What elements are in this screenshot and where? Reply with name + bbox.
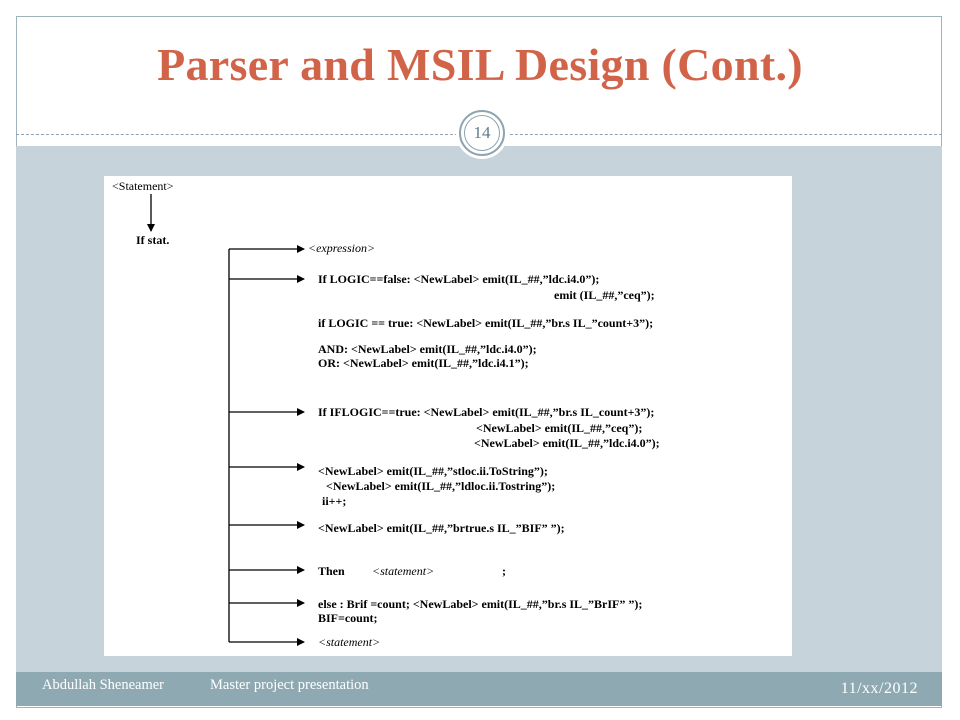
expression-node: <expression>	[308, 241, 376, 255]
iflogic-line: If IFLOGIC==true: <NewLabel> emit(IL_##,…	[318, 405, 655, 419]
root-node: <Statement>	[112, 179, 174, 193]
slide-title: Parser and MSIL Design (Cont.)	[157, 39, 803, 90]
page-number: 14	[473, 123, 491, 142]
logic-false-line: If LOGIC==false: <NewLabel> emit(IL_##,”…	[318, 272, 600, 286]
brtrue-line: <NewLabel> emit(IL_##,”brtrue.s IL_”BIF”…	[318, 521, 565, 535]
statement-node: <statement>	[318, 635, 381, 649]
and-line: AND: <NewLabel> emit(IL_##,”ldc.i4.0”);	[318, 342, 537, 356]
footer-date: 11/xx/2012	[840, 680, 918, 697]
then-keyword: Then	[318, 564, 345, 578]
tree-connectors	[147, 194, 305, 646]
or-line: OR: <NewLabel> emit(IL_##,”ldc.i4.1”);	[318, 356, 529, 370]
footer-author: Abdullah Sheneamer	[42, 677, 165, 693]
then-statement: <statement>	[372, 564, 435, 578]
then-semicolon: ;	[502, 564, 506, 578]
logic-true-line: if LOGIC == true: <NewLabel> emit(IL_##,…	[318, 316, 654, 330]
ldloc-line: <NewLabel> emit(IL_##,”ldloc.ii.Tostring…	[326, 479, 556, 493]
parse-tree-figure: <Statement> If stat. <expression> If LOG…	[104, 176, 792, 656]
if-stat-label: If stat.	[136, 233, 170, 247]
iflogic-line-3: <NewLabel> emit(IL_##,”ldc.i4.0”);	[474, 436, 660, 450]
page-number-badge: 14	[459, 110, 505, 156]
increment-line: ii++;	[322, 494, 347, 508]
stloc-line: <NewLabel> emit(IL_##,”stloc.ii.ToString…	[318, 464, 548, 478]
footer-bar	[16, 672, 942, 706]
footer-subtitle: Master project presentation	[210, 677, 369, 693]
logic-false-line-2: emit (IL_##,”ceq”);	[554, 288, 655, 302]
bif-line: BIF=count;	[318, 611, 378, 625]
else-line: else : Brif =count; <NewLabel> emit(IL_#…	[318, 597, 643, 611]
iflogic-line-2: <NewLabel> emit(IL_##,”ceq”);	[476, 421, 643, 435]
